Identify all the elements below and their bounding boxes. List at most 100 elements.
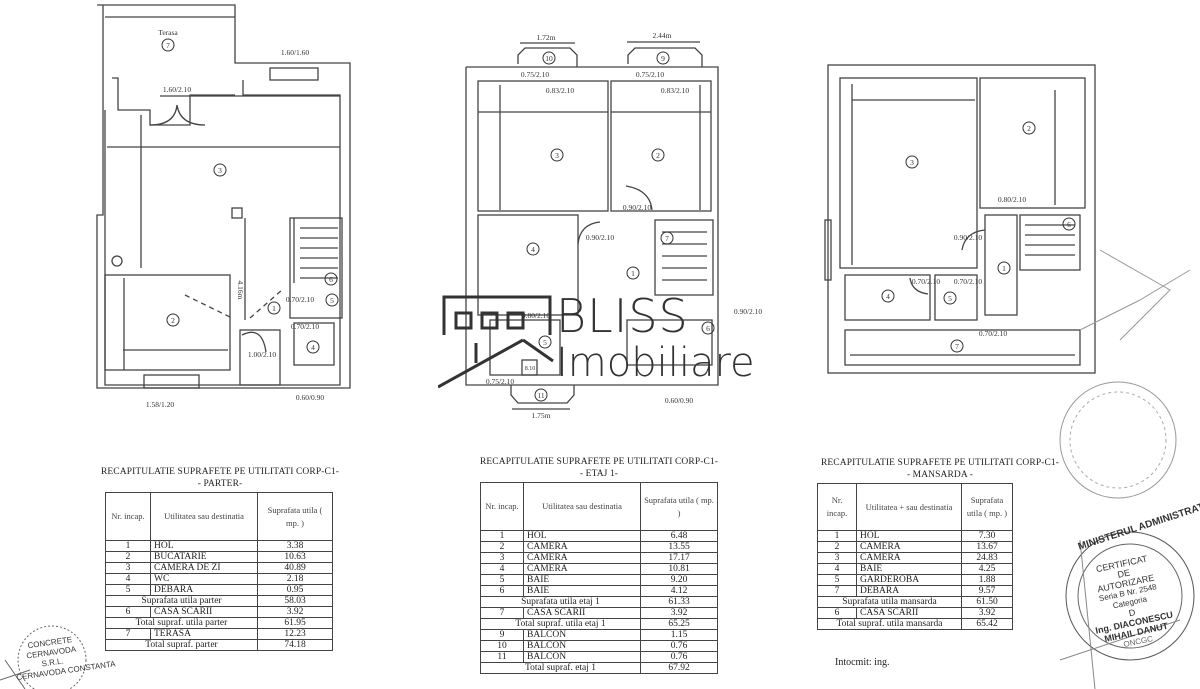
- room-number: 1: [272, 304, 276, 313]
- area-cell: 61.95: [257, 617, 333, 629]
- terrace-label: Terasa: [158, 28, 178, 37]
- room-number: 4: [886, 292, 890, 301]
- room-number: 1: [631, 269, 635, 278]
- header-suprafata: Suprafata utila ( mp. ): [640, 482, 718, 531]
- room-name-cell: BAIE: [856, 563, 962, 575]
- area-cell: 3.92: [961, 607, 1013, 619]
- intocmit-label: Intocmit: ing.: [835, 657, 890, 668]
- room-number-cell: 5: [480, 574, 524, 586]
- dim-label: 1.72m: [537, 33, 556, 42]
- room-number-cell: 10: [480, 640, 524, 652]
- header-suprafata: Suprafata utila ( mp. ): [961, 483, 1013, 531]
- subtotal-label: Total supraf. etaj 1: [480, 662, 641, 674]
- subtotal-label: Total supraf. parter: [105, 639, 258, 651]
- dim-label: 8.10: [525, 366, 536, 372]
- dim-label: 2.44m: [653, 31, 672, 40]
- room-number-cell: 1: [817, 530, 857, 542]
- room-number-cell: 6: [480, 585, 524, 597]
- header-nr: Nr. incap.: [817, 483, 857, 531]
- room-name-cell: HOL: [150, 540, 258, 552]
- ministry-stamp-body: CERTIFICAT DE AUTORIZARE Seria B Nr. 254…: [1082, 551, 1179, 656]
- dim-label: 0.75/2.10: [636, 70, 665, 79]
- area-cell: 67.92: [640, 662, 718, 674]
- room-number-cell: 6: [817, 607, 857, 619]
- room-number-cell: 5: [817, 574, 857, 586]
- room-name-cell: CASA SCARII: [150, 606, 258, 618]
- room-name-cell: CAMERA: [856, 552, 962, 564]
- room-number: 2: [656, 151, 660, 160]
- company-stamp-text: CONCRETE CERNAVODA S.R.L. CERNAVODA CONS…: [12, 633, 116, 683]
- room-name-cell: CAMERA DE ZI: [150, 562, 258, 574]
- room-number: 11: [537, 391, 544, 400]
- dim-label: 0.80/2.10: [998, 195, 1027, 204]
- room-number: 3: [910, 158, 914, 167]
- room-name-cell: BAIE: [523, 574, 641, 586]
- subtotal-label: Suprafata utila parter: [105, 595, 258, 607]
- dim-label: 0.70/2.10: [912, 277, 941, 286]
- room-name-cell: BUCATARIE: [150, 551, 258, 563]
- table-mansarda: Nr. incap. Utilitatea + sau destinatia S…: [817, 483, 1013, 630]
- table-parter: Nr. incap. Utilitatea sau destinatia Sup…: [105, 492, 333, 651]
- room-number-cell: 2: [480, 541, 524, 553]
- dim-label: 4.16m: [236, 281, 245, 300]
- area-cell: 0.76: [640, 651, 718, 663]
- area-cell: 9.20: [640, 574, 718, 586]
- dim-label: 0.70/2.10: [291, 322, 320, 331]
- area-cell: 4.12: [640, 585, 718, 597]
- dim-label: 0.80/2.10: [522, 311, 551, 320]
- subtotal-label: Total supraf. utila mansarda: [817, 618, 962, 630]
- logo-text-imobiliare: Imobiliare: [556, 340, 755, 386]
- area-cell: 61.50: [961, 596, 1013, 608]
- area-cell: 65.42: [961, 618, 1013, 630]
- room-number: 1: [1002, 264, 1006, 273]
- subtotal-label: Suprafata utila mansarda: [817, 596, 962, 608]
- room-number-cell: 3: [105, 562, 151, 574]
- plan-parter: [96, 4, 351, 389]
- room-number: 5: [543, 338, 547, 347]
- room-name-cell: BALCON: [523, 629, 641, 641]
- room-number: 2: [171, 316, 175, 325]
- room-name-cell: CAMERA: [523, 552, 641, 564]
- room-number: 7: [166, 41, 170, 50]
- room-number: 4: [531, 245, 535, 254]
- room-name-cell: CAMERA: [523, 541, 641, 553]
- room-number: 4: [311, 343, 315, 352]
- room-number: 3: [555, 151, 559, 160]
- dim-label: 1.58/1.20: [146, 400, 175, 409]
- room-name-cell: BALCON: [523, 640, 641, 652]
- room-name-cell: BAIE: [523, 585, 641, 597]
- dim-label: 0.60/0.90: [296, 393, 325, 402]
- room-number-cell: 4: [105, 573, 151, 585]
- room-number-cell: 2: [105, 551, 151, 563]
- header-utilitatea: Utilitatea sau destinatia: [150, 492, 258, 541]
- area-cell: 10.63: [257, 551, 333, 563]
- table-title: RECAPITULATIE SUPRAFETE PE UTILITATI COR…: [479, 457, 719, 467]
- room-number-cell: 1: [480, 530, 524, 542]
- room-number: 10: [545, 54, 553, 63]
- room-markers-etaj: 10 9 3 2 4 7 1 5 6 11: [526, 51, 715, 402]
- dim-label: 0.70/2.10: [286, 295, 315, 304]
- dim-label: 0.60/0.90: [665, 396, 694, 405]
- table-subtitle: - MANSARDA -: [906, 470, 974, 480]
- table-title-parter: RECAPITULATIE SUPRAFETE PE UTILITATI COR…: [55, 466, 385, 490]
- bliss-imobiliare-logo: BLISS Imobiliare: [438, 293, 768, 391]
- area-cell: 13.55: [640, 541, 718, 553]
- room-number: 5: [330, 296, 334, 305]
- room-markers-parter: 7 3 2 1 5 6 4: [161, 38, 339, 354]
- area-cell: 40.89: [257, 562, 333, 574]
- area-cell: 17.17: [640, 552, 718, 564]
- dim-label: 0.90/2.10: [734, 307, 763, 316]
